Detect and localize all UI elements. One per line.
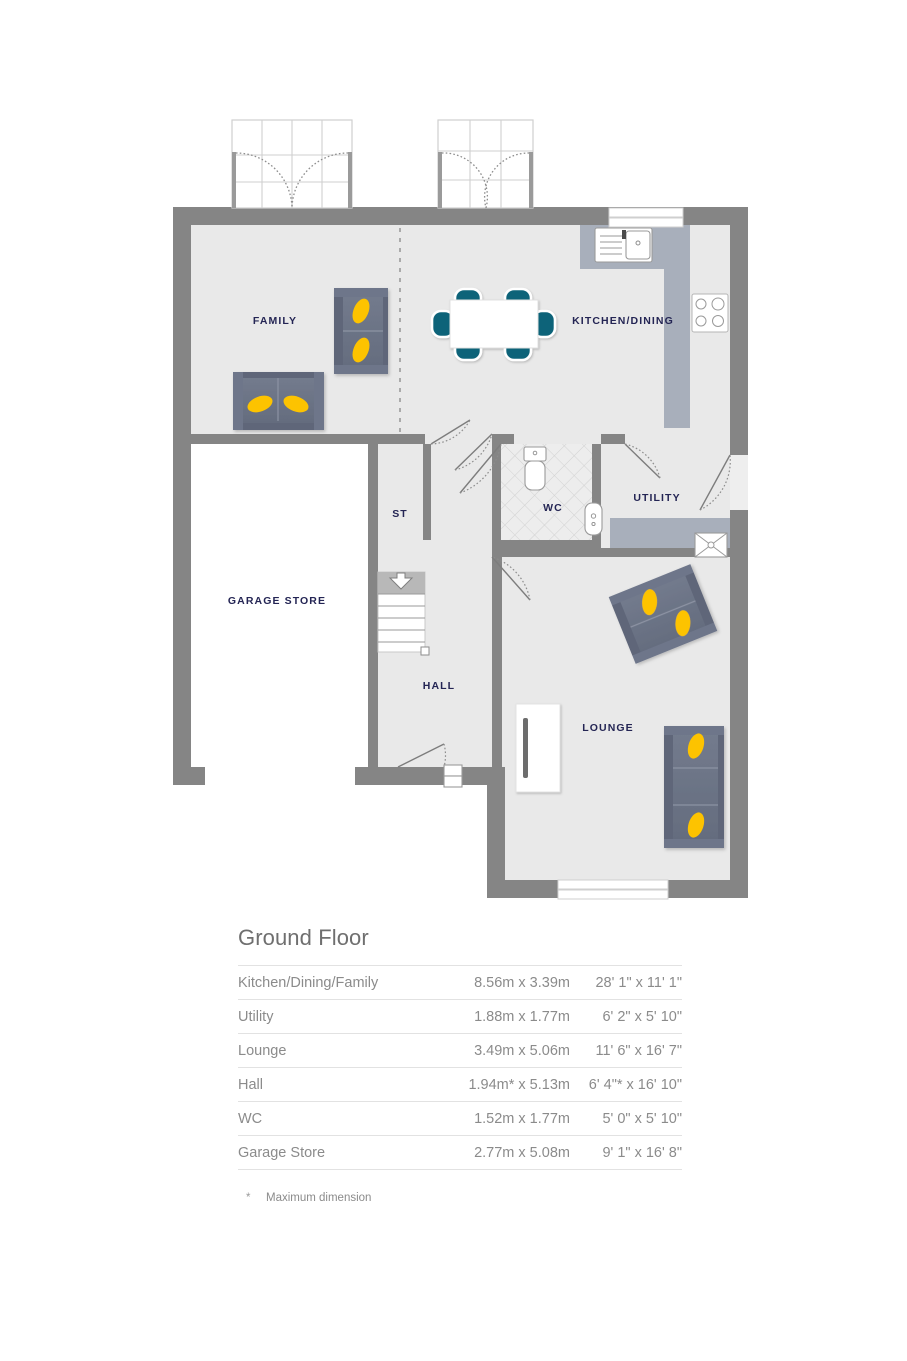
footnote-text: Maximum dimension [266,1192,372,1204]
french-doors-dining [437,119,534,209]
wc-tiled-floor [501,444,592,540]
room-imperial-dimensions: 9' 1" x 16' 8" [570,1135,682,1170]
room-label-kitchen-dining: KITCHEN/DINING [572,315,674,327]
room-label-utility: UTILITY [633,492,680,504]
french-doors-family [231,119,353,209]
wc-basin [584,502,603,536]
room-labels: FAMILY KITCHEN/DINING ST WC UTILITY HALL… [253,315,680,734]
sofa-family-horizontal [233,372,324,430]
sofa-family-vertical [334,288,388,374]
front-door-sidelight [443,764,463,788]
room-label-st: ST [392,508,408,520]
dining-set [430,287,557,362]
kitchen-hob [691,293,729,333]
room-metric-dimensions: 3.49m x 5.06m [420,1033,570,1068]
room-imperial-dimensions: 6' 2" x 5' 10" [570,999,682,1034]
room-metric-dimensions: 1.94m* x 5.13m [420,1067,570,1102]
stairs-up-arrow [388,572,414,590]
garage-store-room: GARAGE STORE [191,443,368,785]
room-label-wc: WC [543,502,563,514]
room-label-hall: HALL [423,680,455,692]
room-metric-dimensions: 1.52m x 1.77m [420,1101,570,1136]
door-utility-external [699,454,748,511]
room-imperial-dimensions: 6' 4"* x 16' 10" [570,1067,682,1102]
room-label-lounge: LOUNGE [582,722,634,734]
room-name: WC [238,1101,420,1136]
room-imperial-dimensions: 11' 6" x 16' 7" [570,1033,682,1068]
sofa-lounge-vertical [664,726,724,848]
kitchen-sink [594,227,653,263]
room-label-family: FAMILY [253,315,297,327]
internal-walls [191,434,730,788]
room-metric-dimensions: 1.88m x 1.77m [420,999,570,1034]
footnote: * Maximum dimension [246,1192,371,1204]
room-name: Utility [238,999,420,1034]
room-name: Lounge [238,1033,420,1068]
room-name: Garage Store [238,1135,420,1170]
window-lounge [557,879,669,900]
floor-plan: GARAGE STORE [173,119,748,900]
staircase [377,571,430,656]
sofa-lounge-angled [608,564,718,664]
room-imperial-dimensions: 5' 0" x 5' 10" [570,1101,682,1136]
window-kitchen [608,207,684,228]
room-imperial-dimensions: 28' 1" x 11' 1" [570,965,682,1000]
footnote-symbol: * [246,1192,251,1204]
door-swings [397,419,661,768]
room-label-garage-store: GARAGE STORE [228,595,326,607]
floor-title: Ground Floor [238,925,369,950]
wc-toilet [523,446,547,491]
room-name: Hall [238,1067,420,1102]
room-metric-dimensions: 8.56m x 3.39m [420,965,570,1000]
room-name: Kitchen/Dining/Family [238,965,420,1000]
utility-washing-machine [694,532,728,558]
room-metric-dimensions: 2.77m x 5.08m [420,1135,570,1170]
lounge-tv-unit [515,703,561,793]
